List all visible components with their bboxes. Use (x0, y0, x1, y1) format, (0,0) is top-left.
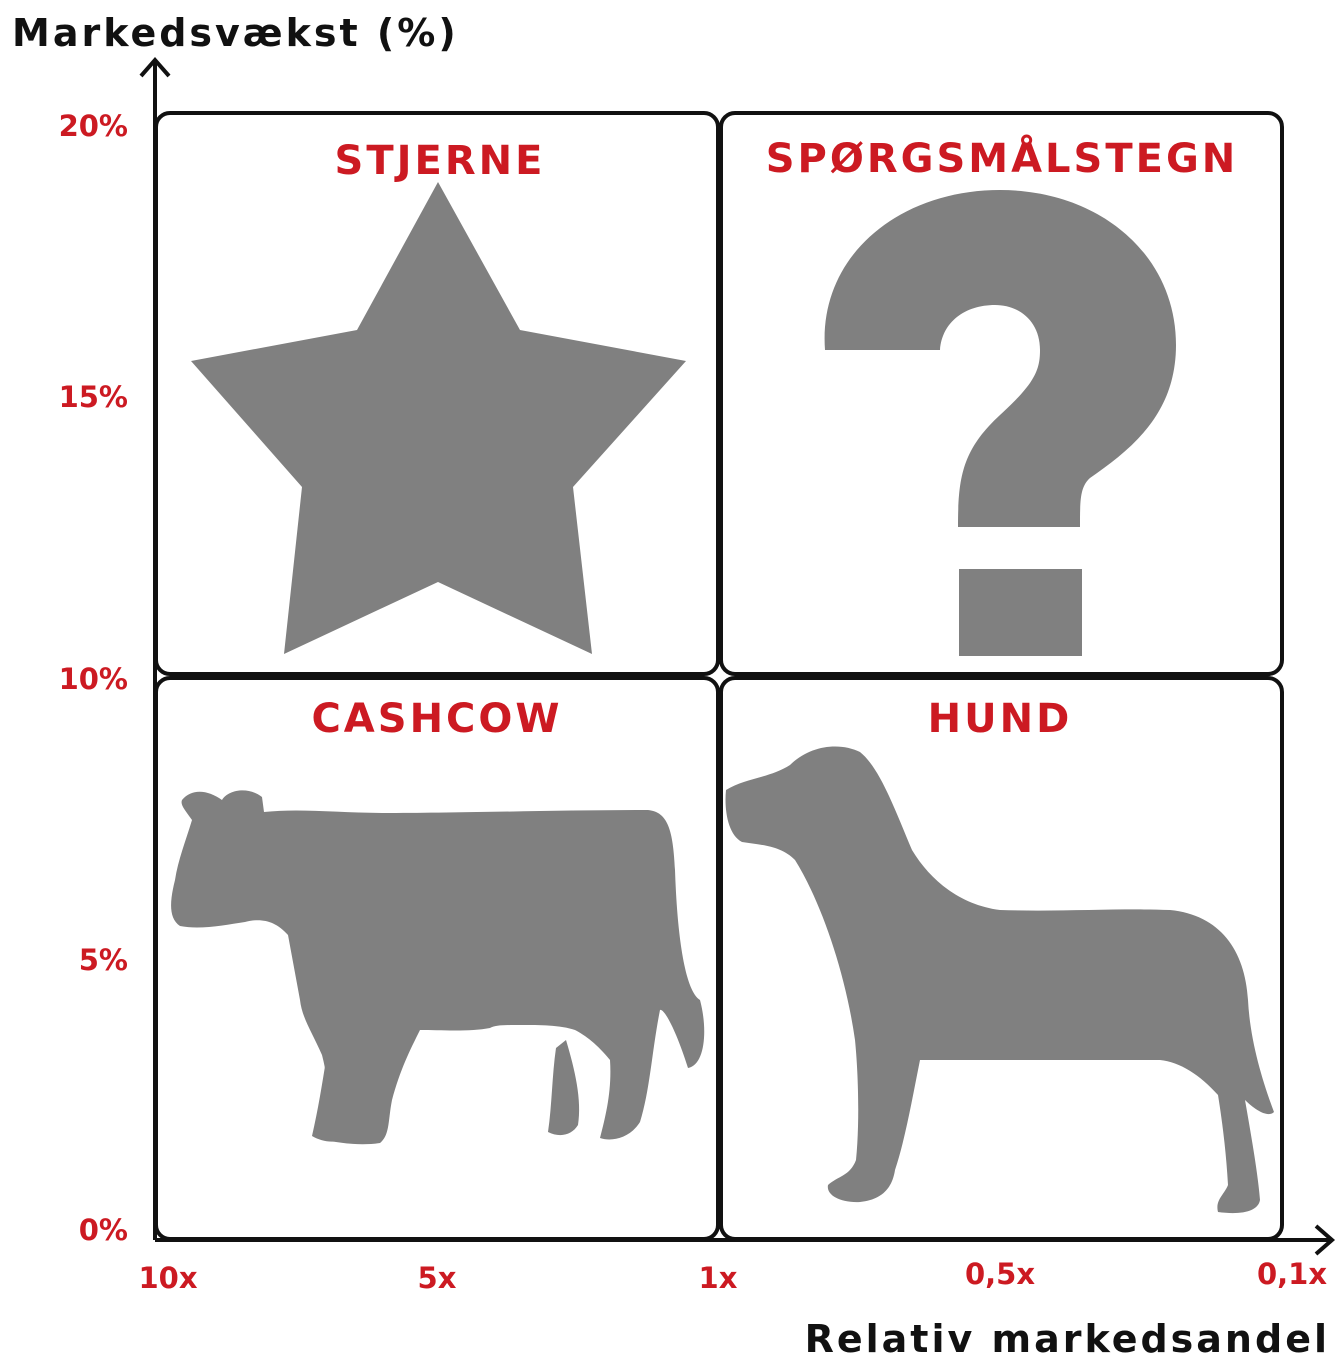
quadrant-label-cashcow: CASHCOW (311, 696, 562, 742)
x-tick-label: 10x (138, 1261, 197, 1295)
quadrant-label-spoergsmaalstegn: SPØRGSMÅLSTEGN (766, 133, 1239, 182)
y-tick-label: 10% (59, 662, 128, 696)
y-axis-title: Markedsvækst (%) (12, 11, 459, 55)
x-tick-label: 5x (418, 1261, 457, 1295)
x-tick-label: 0,1x (1257, 1257, 1327, 1291)
y-tick-label: 5% (79, 943, 128, 977)
quadrant-label-stjerne: STJERNE (335, 138, 546, 184)
y-tick-label: 0% (79, 1213, 128, 1247)
x-axis-title: Relativ markedsandel (805, 1317, 1330, 1361)
y-tick-label: 20% (59, 109, 128, 143)
y-tick-label: 15% (59, 380, 128, 414)
quadrant-label-hund: HUND (928, 696, 1073, 742)
x-tick-label: 0,5x (965, 1257, 1035, 1291)
x-tick-label: 1x (699, 1261, 738, 1295)
